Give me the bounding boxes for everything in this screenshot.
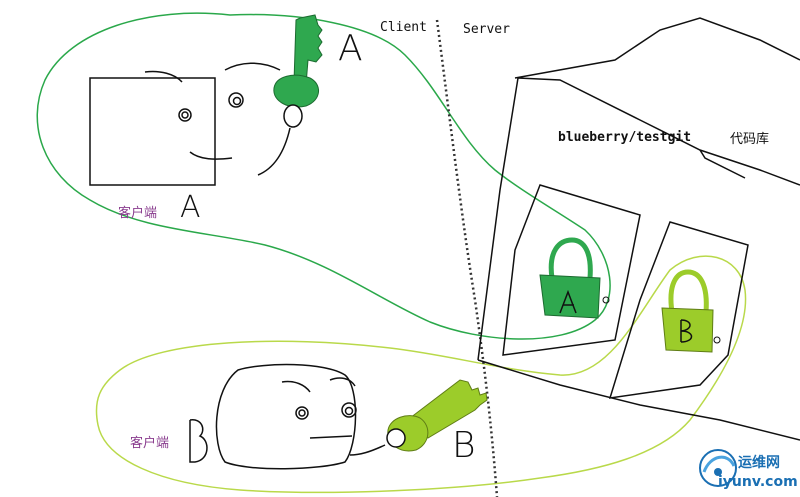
key-b-letter: B: [452, 425, 476, 466]
client-a-letter: A: [180, 190, 201, 225]
client-a-computer: [89, 62, 291, 186]
client-a-group-outline: [36, 12, 611, 340]
watermark-logo-icon: [699, 449, 737, 487]
client-server-divider: [435, 19, 499, 497]
key-a-icon: [273, 14, 323, 128]
padlock-b-icon: [661, 269, 721, 353]
client-b-computer: [189, 363, 386, 470]
client-a-label: 客户端: [118, 206, 158, 221]
repo-word-label: 代码库: [730, 132, 770, 147]
server-label: Server: [463, 22, 510, 37]
padlock-a-icon: [539, 237, 610, 319]
repo-path-label: blueberry/testgit: [558, 130, 692, 145]
client-b-label: 客户端: [130, 436, 170, 451]
door-b: [608, 221, 749, 399]
door-a: [502, 184, 641, 356]
client-label: Client: [380, 20, 427, 35]
server-building: [477, 17, 800, 441]
watermark-cn: 运维网: [738, 455, 780, 471]
key-b-icon: [386, 379, 488, 452]
watermark-url: iyunv.com: [718, 474, 798, 490]
client-b-group-outline: [95, 255, 747, 494]
key-a-letter: A: [338, 28, 363, 69]
